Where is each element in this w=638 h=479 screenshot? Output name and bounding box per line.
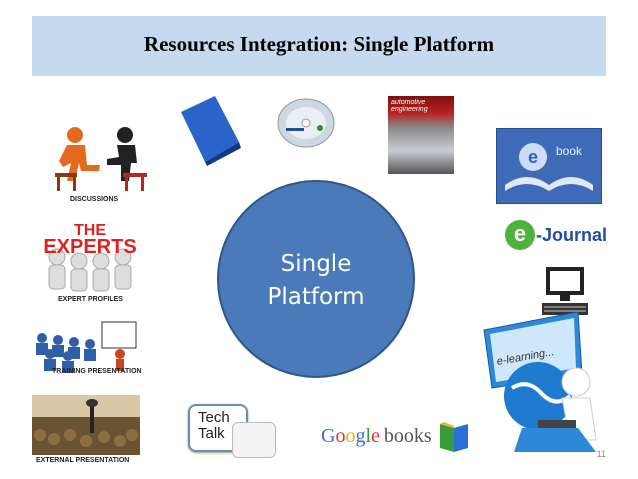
elearning-icon: e-learning... bbox=[483, 311, 597, 452]
ejournal-text: -Journal bbox=[536, 224, 608, 245]
center-text: Single Platform bbox=[219, 248, 413, 314]
techtalk-line1: Tech bbox=[198, 409, 230, 426]
training-caption: TRAINING PRESENTATION bbox=[52, 368, 142, 375]
experts-line1: THE bbox=[74, 222, 106, 239]
experts-icon: THE EXPERTS bbox=[43, 222, 137, 292]
book-icon bbox=[181, 96, 241, 166]
discussion-icon bbox=[55, 127, 147, 191]
techtalk-icon: Tech Talk bbox=[188, 404, 278, 462]
svg-text:e: e bbox=[528, 147, 538, 167]
ejournal-icon: e -Journal bbox=[505, 218, 607, 252]
books-wordmark: books bbox=[383, 424, 432, 447]
ebook-icon: e book bbox=[496, 128, 602, 204]
presentation-icon bbox=[32, 395, 140, 455]
magazine-title-2: engineering bbox=[391, 106, 428, 113]
center-line-2: Platform bbox=[267, 284, 365, 310]
cd-icon bbox=[277, 98, 335, 148]
magazine-title-1: automotive bbox=[391, 99, 426, 106]
training-icon bbox=[36, 321, 137, 373]
books-logo-icon bbox=[439, 422, 468, 452]
magazine-icon: automotive engineering bbox=[388, 96, 454, 174]
slide-title: Resources Integration: Single Platform bbox=[143, 32, 495, 56]
google-wordmark: Google bbox=[321, 424, 380, 447]
expert-profiles-caption: EXPERT PROFILES bbox=[58, 296, 123, 303]
title-bar: Resources Integration: Single Platform bbox=[32, 16, 606, 76]
slide-number: 11 bbox=[596, 449, 606, 459]
center-line-1: Single bbox=[280, 251, 352, 277]
google-books-icon: Google books bbox=[321, 418, 472, 454]
computer-icon bbox=[542, 267, 588, 315]
experts-line2: EXPERTS bbox=[43, 236, 136, 258]
ebook-label: book bbox=[556, 144, 583, 158]
discussions-caption: DISCUSSIONS bbox=[70, 196, 119, 203]
ejournal-e: e bbox=[505, 220, 535, 250]
techtalk-line2: Talk bbox=[198, 425, 225, 442]
external-caption: EXTERNAL PRESENTATION bbox=[36, 457, 130, 464]
center-circle: Single Platform bbox=[217, 180, 415, 378]
